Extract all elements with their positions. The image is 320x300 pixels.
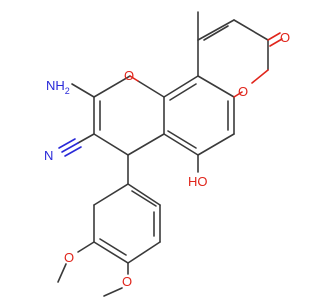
bond: [77, 133, 95, 144]
bond: [127, 241, 161, 264]
bond: [93, 241, 129, 264]
bond: [93, 75, 131, 98]
bond: [169, 83, 197, 101]
bond: [233, 19, 269, 41]
ring-oxygen-2-label: O: [238, 84, 248, 99]
bond: [99, 238, 127, 256]
bond: [163, 133, 199, 156]
bond: [269, 38, 283, 47]
bond: [267, 32, 281, 41]
bond: [58, 138, 76, 149]
bond: [131, 190, 157, 207]
bond: [77, 241, 95, 253]
molecule-structure-diagram: NH2 N O O O HO O O: [44, 11, 290, 297]
bond: [57, 263, 67, 283]
bond: [197, 75, 235, 98]
bond: [129, 75, 139, 82]
nitrile-n-label: N: [44, 148, 53, 163]
bond: [64, 146, 82, 157]
bond: [103, 287, 123, 297]
bond: [197, 19, 235, 41]
bond: [251, 69, 269, 84]
amine-label: NH2: [46, 78, 70, 96]
bond: [93, 133, 129, 156]
bond: [167, 130, 197, 149]
bond: [137, 80, 165, 98]
bond: [203, 25, 229, 41]
methoxy-oxygen-1-label: O: [64, 250, 74, 265]
bond: [93, 183, 129, 206]
methoxy-oxygen-2-label: O: [122, 274, 132, 289]
bond: [197, 133, 235, 156]
ring-oxygen-1-label: O: [124, 68, 134, 83]
carbonyl-oxygen-label: O: [280, 30, 290, 45]
bond: [127, 183, 161, 206]
hydroxyl-label: HO: [188, 174, 208, 189]
bond: [127, 133, 165, 156]
bond: [71, 83, 95, 98]
bond: [163, 75, 199, 98]
bond: [233, 91, 243, 98]
bond: [61, 142, 79, 153]
